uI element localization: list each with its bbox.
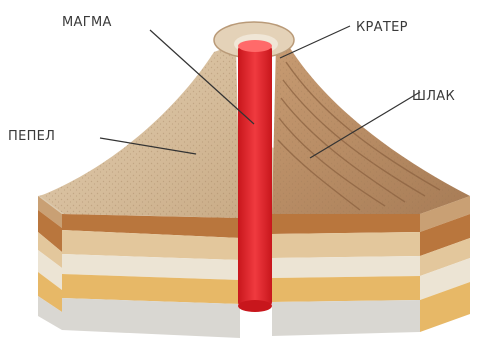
crater-label: КРАТЕР — [356, 20, 408, 35]
magma-label: МАГМА — [62, 15, 112, 30]
right-block-strata — [272, 196, 470, 336]
slag-label: ШЛАК — [412, 89, 455, 104]
ash-label: ПЕПЕЛ — [8, 129, 55, 144]
magma-conduit — [238, 44, 272, 308]
